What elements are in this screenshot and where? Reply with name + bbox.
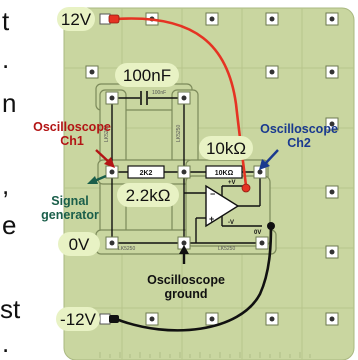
socket [325,117,339,131]
link-print: LK5250 [104,125,110,142]
signal-label-line1: Signal [51,194,89,208]
ch1-label-line2: Ch1 [60,134,84,148]
ground-label-line2: ground [164,287,207,301]
socket [105,91,119,105]
socket [325,312,339,326]
oscilloscope-ch2-label: Oscilloscope Ch2 [260,122,338,150]
signal-arrow [87,174,107,184]
socket [177,91,191,105]
black-supply-wire [114,224,273,332]
ch2-label-line2: Ch2 [287,136,311,150]
annotation-arrows [87,149,279,264]
socket [145,312,159,326]
ch1-arrow [95,149,115,168]
feedback-resistor-pill: 10kΩ [199,136,253,160]
link-print: LK5250 [176,125,182,142]
opamp: − + +V -V 0V [205,180,261,236]
input-resistor-print: 2K2 [140,170,153,177]
ch2-label-line1: Oscilloscope [260,122,338,136]
socket [177,165,191,179]
ch1-label-line1: Oscilloscope [33,120,111,134]
capacitor: 100nF [140,90,166,105]
oscilloscope-ground-label: Oscilloscope ground [147,273,225,301]
ground-label-line1: Oscilloscope [147,273,225,287]
black-wire-plug [99,313,119,325]
socket [325,185,339,199]
ground-arrow [179,245,189,264]
rail-pills: 12V 0V -12V 100nF 10kΩ 2.2kΩ [56,7,253,331]
capacitor-print: 100nF [152,90,166,96]
socket [253,165,267,179]
text-fragment: . [2,44,9,74]
opamp-negative-supply-label: -V [228,220,234,226]
positive-rail-pill: 12V [57,7,95,31]
wires [114,17,273,332]
red-supply-wire [114,17,248,188]
opamp-inverting-sign: − [210,189,215,199]
feedback-resistor: 10KΩ [205,165,243,179]
text-fragment: st [0,294,21,324]
link-print: LK5250 [118,246,135,252]
socket [265,65,279,79]
socket [205,12,219,26]
socket [265,12,279,26]
feedback-resistor-value: 10kΩ [206,139,246,158]
negative-rail-pill: -12V [56,307,100,331]
socket [205,312,219,326]
zero-rail-pill: 0V [58,232,100,256]
capacitor-value-pill: 100nF [115,63,179,87]
text-fragment: e [2,210,16,240]
black-wire-end [267,222,275,230]
link-prints: LK5250 LK5250 LK5250 LK5250 [104,125,235,252]
socket [325,245,339,259]
negative-rail-label: -12V [60,310,97,329]
link-print: LK5250 [218,246,235,252]
socket [105,165,119,179]
board-zero-label: 0V [254,230,261,236]
signal-generator-label: Signal generator [41,194,99,222]
text-fragment: n [2,88,16,118]
opamp-positive-supply-label: +V [228,180,236,186]
socket [255,236,269,250]
ruler-ticks [99,352,311,358]
sockets [85,12,339,326]
socket [85,65,99,79]
opamp-noninverting-sign: + [209,214,214,224]
text-fragment: . [2,328,9,358]
oscilloscope-ch1-label: Oscilloscope Ch1 [33,120,111,148]
socket [265,312,279,326]
feedback-resistor-print: 10KΩ [215,170,234,177]
positive-rail-label: 12V [61,10,92,29]
red-wire-plug [99,13,120,25]
red-wire-end [241,183,251,193]
text-fragment: , [2,170,9,200]
opamp-symbol [205,184,240,228]
left-text-fragments: t . n , e st . [0,6,21,358]
ch2-arrow [259,149,279,170]
socket [325,12,339,26]
capacitor-value: 100nF [123,66,171,85]
socket [325,65,339,79]
text-fragment: t [2,6,10,36]
input-resistor-pill: 2.2kΩ [117,183,179,207]
input-resistor-value: 2.2kΩ [126,186,171,205]
zero-rail-label: 0V [69,235,90,254]
input-resistor: 2K2 [127,165,165,179]
socket [105,236,119,250]
signal-label-line2: generator [41,208,99,222]
